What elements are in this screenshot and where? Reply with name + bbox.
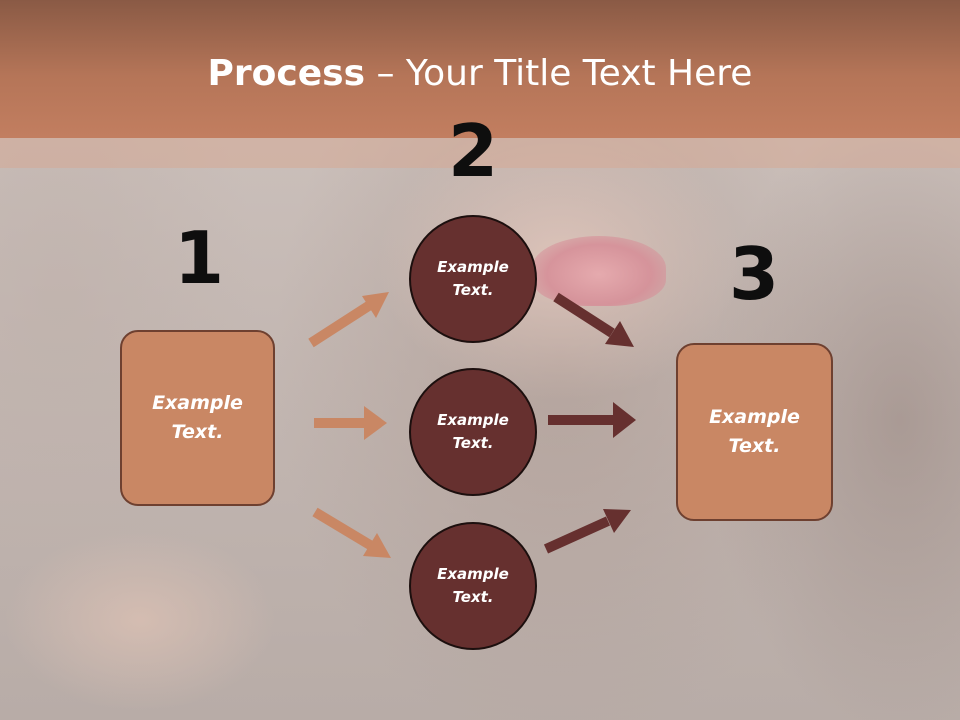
- arrow-top-to-right: [553, 292, 634, 347]
- arrow-middle-to-right: [548, 402, 636, 438]
- process-box-left[interactable]: Example Text.: [120, 330, 275, 506]
- step-number-2: 2: [447, 109, 499, 193]
- arrow-bottom-to-right: [543, 509, 631, 554]
- title-strong: Process: [207, 53, 366, 94]
- arrow-left-to-bottom: [312, 507, 391, 558]
- step-number-3: 3: [728, 232, 780, 316]
- process-circle-top[interactable]: Example Text.: [409, 215, 537, 343]
- background-lips: [532, 236, 666, 306]
- header-accent-band: [0, 138, 960, 168]
- arrow-left-to-top: [308, 292, 389, 348]
- step-number-1: 1: [173, 216, 225, 300]
- process-box-right[interactable]: Example Text.: [676, 343, 833, 521]
- slide-title[interactable]: Process – Your Title Text Here: [0, 52, 960, 96]
- process-circle-bottom[interactable]: Example Text.: [409, 522, 537, 650]
- process-circle-middle[interactable]: Example Text.: [409, 368, 537, 496]
- arrow-left-to-middle: [314, 406, 387, 440]
- title-header-bar: [0, 0, 960, 138]
- title-rest: – Your Title Text Here: [365, 53, 753, 94]
